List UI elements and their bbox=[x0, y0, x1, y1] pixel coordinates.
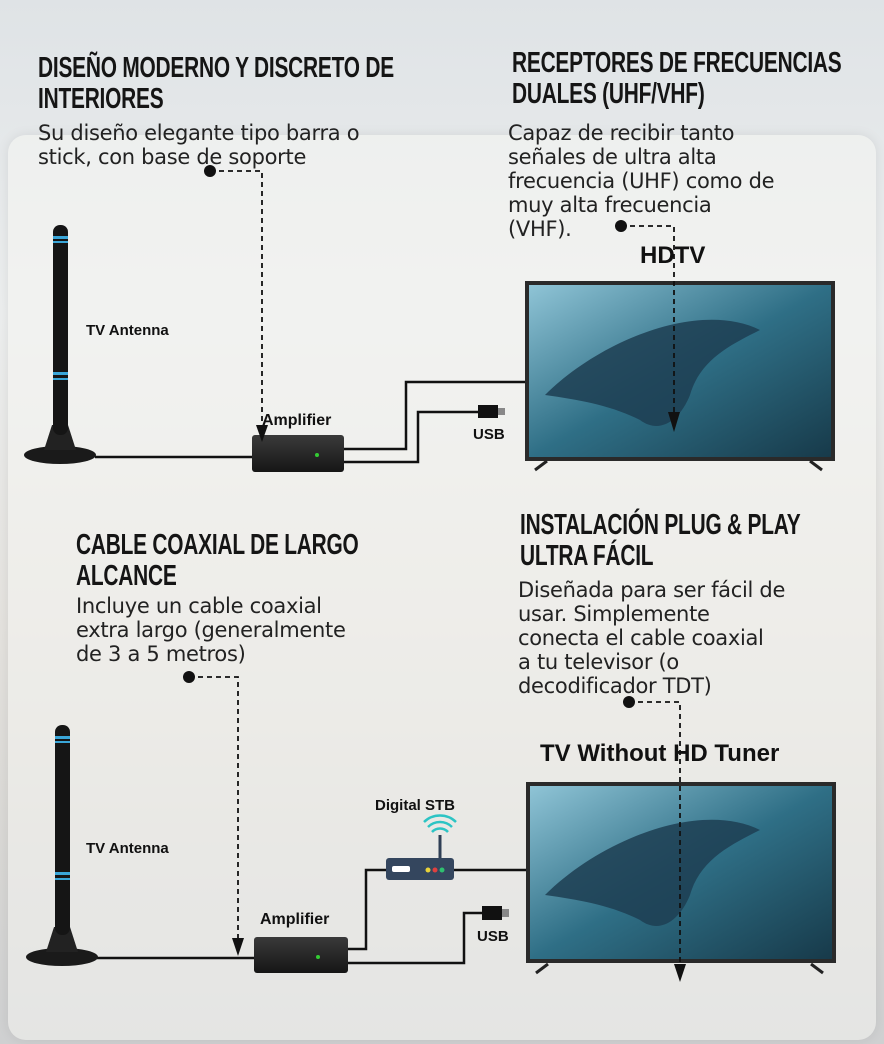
amplifier-2-label: Amplifier bbox=[260, 911, 330, 928]
antenna-1-label: TV Antenna bbox=[86, 322, 169, 339]
hdtv-icon bbox=[525, 281, 835, 472]
tv-without-hd-tuner-label: TV Without HD Tuner bbox=[540, 740, 780, 767]
antenna-1-icon bbox=[24, 225, 96, 464]
amplifier-1-label: Amplifier bbox=[262, 412, 332, 429]
usb-plug-2-icon bbox=[482, 906, 509, 920]
usb-2-label: USB bbox=[477, 928, 509, 945]
amplifier-2-icon bbox=[254, 937, 348, 973]
usb-plug-1-icon bbox=[478, 405, 505, 418]
antenna-2-label: TV Antenna bbox=[86, 840, 169, 857]
cables-2 bbox=[97, 868, 527, 965]
digital-stb-icon bbox=[386, 814, 457, 880]
hdtv-label: HDTV bbox=[640, 242, 706, 269]
digital-stb-label: Digital STB bbox=[375, 797, 456, 814]
antenna-2-icon bbox=[26, 725, 98, 966]
amplifier-1-icon bbox=[252, 435, 344, 472]
tv-without-hd-tuner-icon bbox=[526, 782, 836, 975]
cables-1 bbox=[95, 380, 527, 464]
usb-1-label: USB bbox=[473, 426, 505, 443]
